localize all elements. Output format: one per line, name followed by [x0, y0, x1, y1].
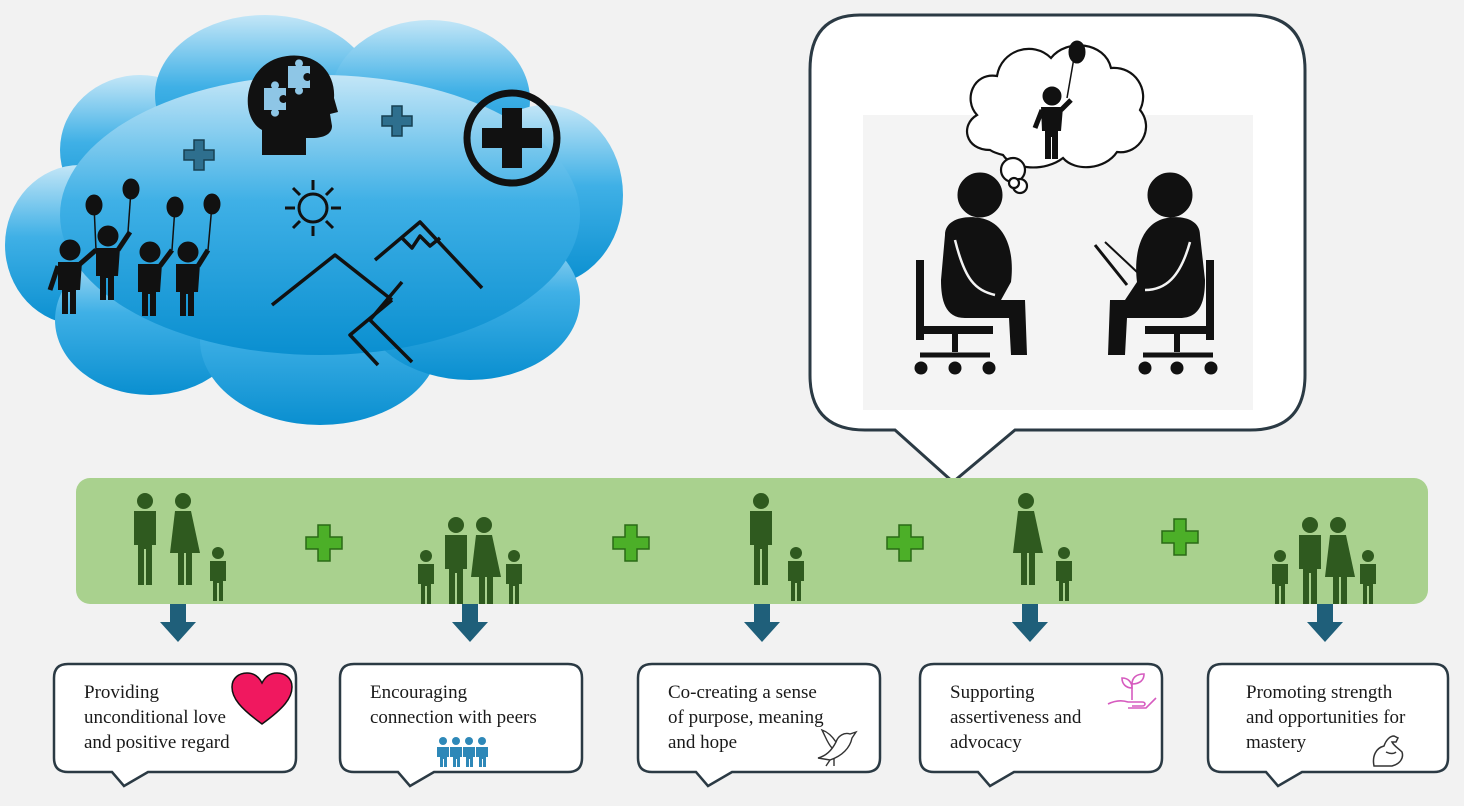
hope-cloud: [5, 15, 623, 425]
caption-box-advocacy: Supporting assertiveness and advocacy: [918, 662, 1164, 788]
mother-with-child-icon: [1013, 493, 1072, 601]
flexed-arm-icon: [1372, 735, 1404, 767]
down-arrow-icon: [452, 604, 488, 642]
caption-box-peers: Encouraging connection with peers: [338, 662, 584, 788]
parents-with-child-icon: [134, 493, 226, 601]
thought-bubble-icon: [966, 44, 1147, 195]
plus-icon: [305, 524, 343, 562]
caption-box-love: Providing unconditional love and positiv…: [52, 662, 298, 788]
down-arrow-icon: [744, 604, 780, 642]
caption-box-purpose: Co-creating a sense of purpose, meaning …: [636, 662, 882, 788]
head-puzzle-icon: [247, 55, 338, 155]
caption-peers-text: Encouraging connection with peers: [370, 682, 537, 728]
plus-icon: [183, 139, 215, 171]
caption-purpose-text: Co-creating a sense of purpose, meaning …: [668, 682, 824, 753]
peers-icon: [437, 737, 488, 767]
plus-icon: [381, 105, 413, 137]
plus-icon: [612, 524, 650, 562]
therapist-seated-icon: [1093, 172, 1218, 375]
parents-with-two-children-icon: [418, 517, 522, 604]
caption-box-mastery: Promoting strength and opportunities for…: [1206, 662, 1452, 788]
children-with-balloons-icon: [47, 178, 221, 316]
client-seated-icon: [914, 172, 1027, 375]
sun-icon: [285, 180, 341, 236]
hand-plant-icon: [1107, 673, 1157, 709]
family-band-icons: [134, 493, 1376, 604]
medical-cross-icon: [463, 89, 561, 187]
child-with-balloon-icon: [1032, 40, 1086, 159]
down-arrow-icon: [1307, 604, 1343, 642]
heart-icon: [231, 672, 293, 725]
plus-icon: [1161, 518, 1199, 556]
caption-love-text: Providing unconditional love and positiv…: [84, 682, 230, 753]
dove-icon: [817, 728, 858, 767]
mountains-icon: [270, 220, 484, 367]
caption-advocacy-text: Supporting assertiveness and advocacy: [950, 682, 1082, 753]
down-arrow-icon: [1012, 604, 1048, 642]
therapy-session-bubble: [808, 13, 1307, 484]
caption-mastery-text: Promoting strength and opportunities for…: [1246, 682, 1406, 753]
down-arrow-icon: [160, 604, 196, 642]
parents-with-two-children-icon: [1272, 517, 1376, 604]
plus-icon: [886, 524, 924, 562]
father-with-child-icon: [750, 493, 804, 601]
